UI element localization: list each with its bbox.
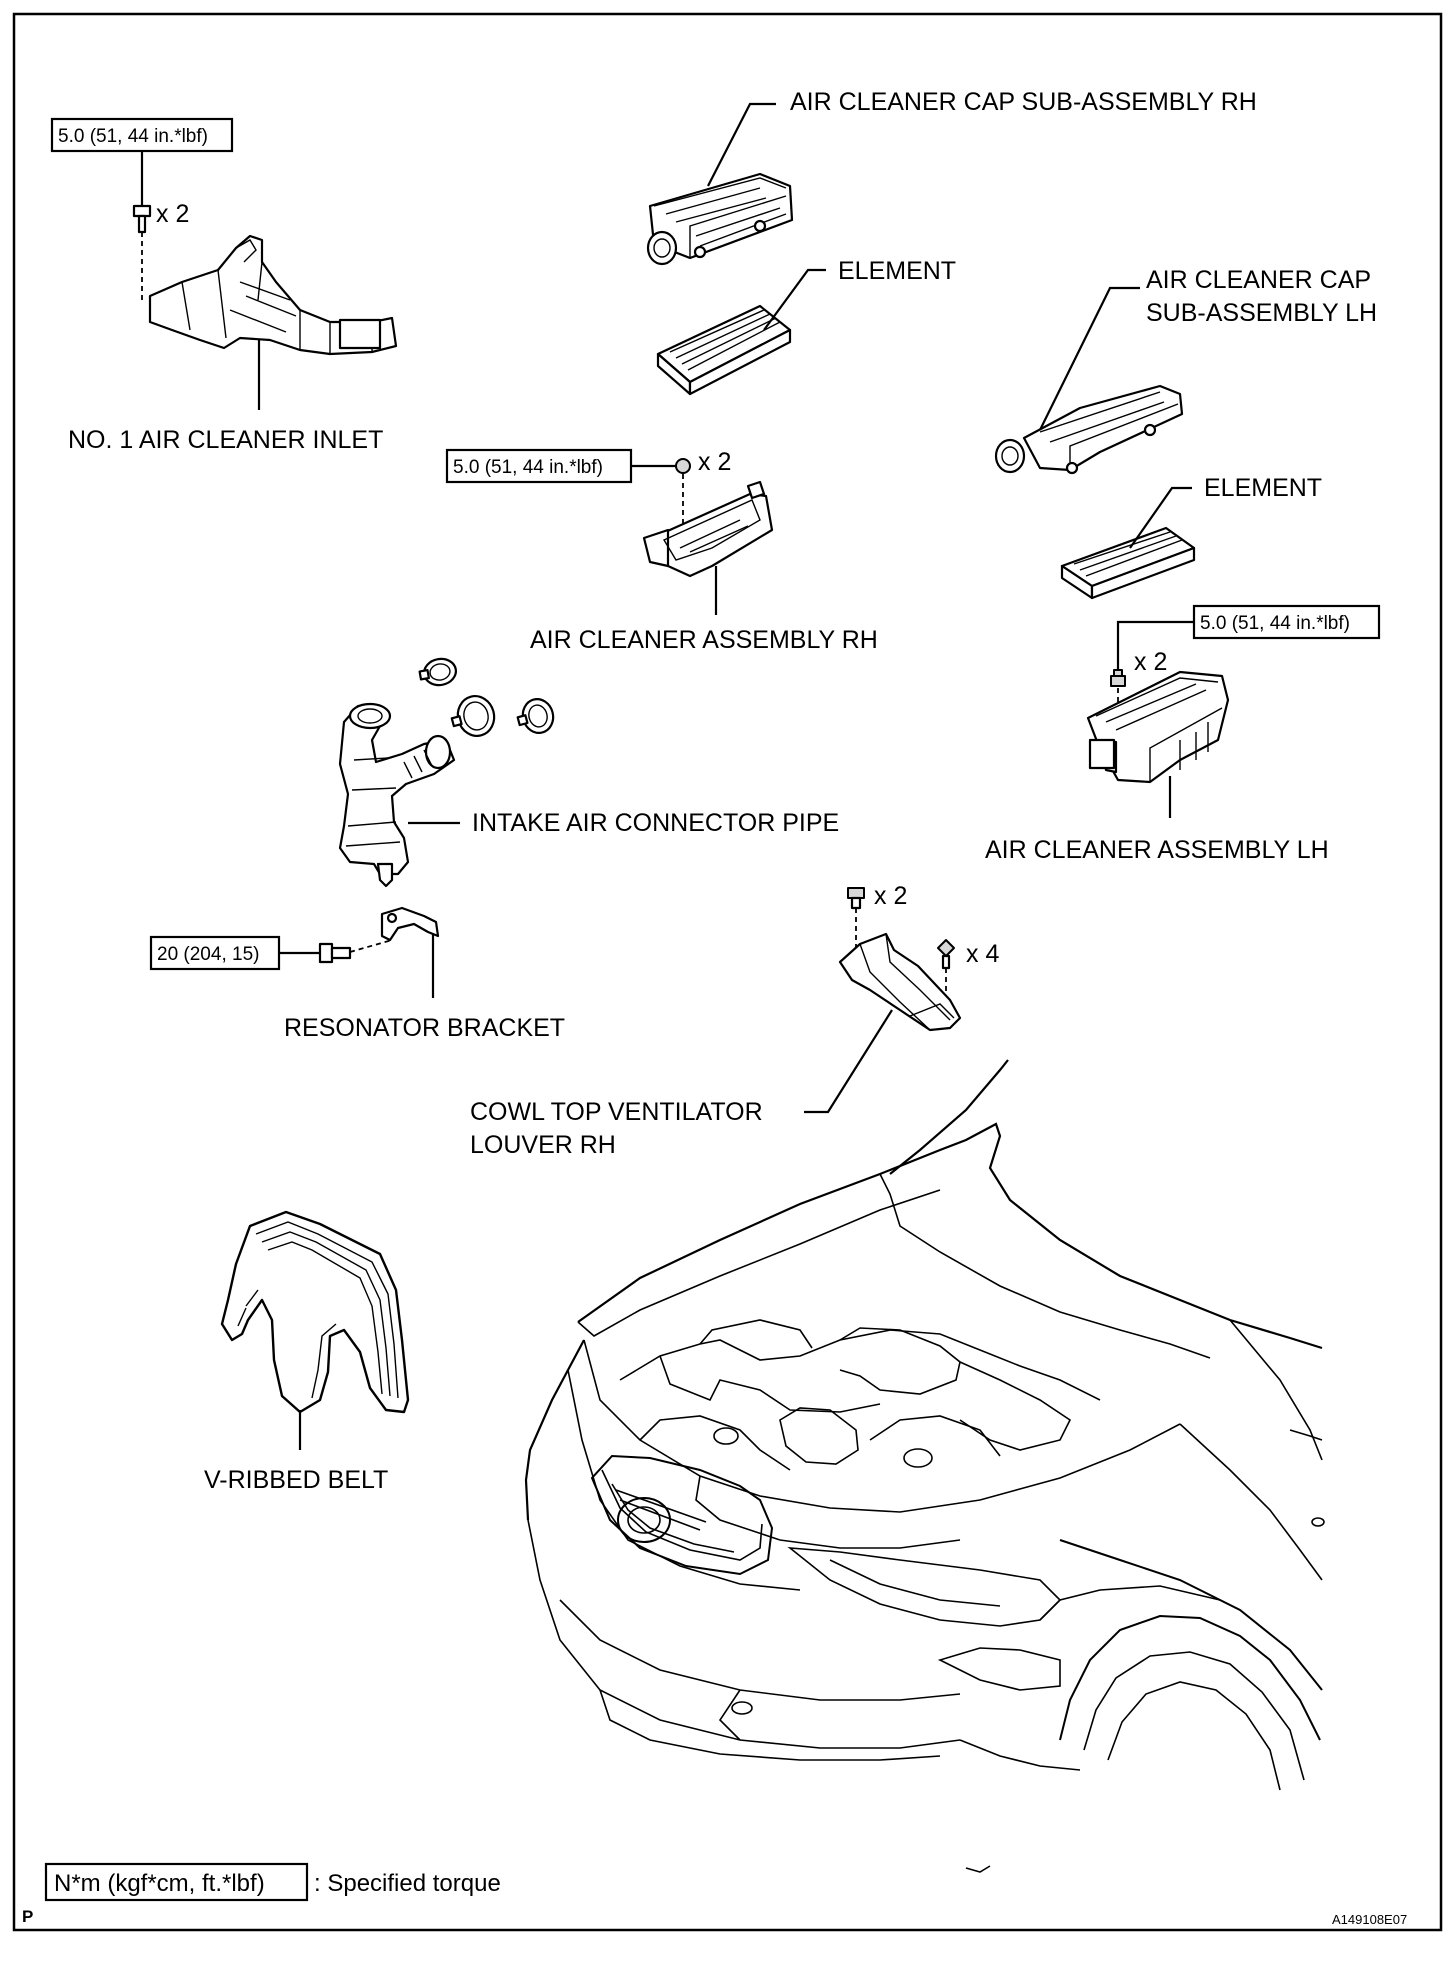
footer-page-marker: P [22, 1907, 33, 1926]
air-cleaner-assembly-rh-part [642, 480, 774, 578]
assy-lh-label: AIR CLEANER ASSEMBLY LH [985, 836, 1329, 864]
assy-rh-nut-quantity: x 2 [698, 448, 731, 476]
louver-clip-b [937, 939, 955, 970]
cowl-top-ventilator-louver-rh-part [838, 932, 962, 1032]
cap-rh-label: AIR CLEANER CAP SUB-ASSEMBLY RH [790, 88, 1257, 116]
resonator-bolt [318, 942, 352, 964]
louver-label-line2: LOUVER RH [470, 1131, 616, 1159]
louver-clip-b-quantity: x 4 [966, 940, 999, 968]
louver-bolt-a [847, 887, 865, 910]
louver-bolt-a-quantity: x 2 [874, 882, 907, 910]
assy-lh-nut [1110, 669, 1126, 687]
louver-label-line1: COWL TOP VENTILATOR [470, 1098, 763, 1126]
element-rh-part [656, 304, 792, 396]
no1-air-cleaner-inlet-part [148, 234, 398, 356]
hose-clamps [418, 657, 555, 737]
inlet-bolt-quantity: x 2 [156, 200, 189, 228]
legend-torque-box [44, 1862, 309, 1902]
diagram-border [12, 12, 1443, 1932]
legend-description: : Specified torque [314, 1870, 501, 1897]
air-cleaner-cap-rh-part [646, 172, 794, 266]
intake-air-connector-pipe-part [338, 702, 456, 888]
air-cleaner-assembly-lh-part [1086, 670, 1230, 784]
assy-lh-torque-value: 5.0 (51, 44 in.*lbf) [1200, 613, 1350, 634]
inlet-torque-box: 5.0 (51, 44 in.*lbf) [50, 117, 234, 153]
resonator-label: RESONATOR BRACKET [284, 1014, 565, 1042]
figure-code: A149108E07 [1332, 1912, 1407, 1927]
v-ribbed-belt-part [220, 1210, 410, 1414]
resonator-torque-value: 20 (204, 15) [157, 944, 259, 965]
legend: N*m (kgf*cm, ft.*lbf) : Specified torque [44, 1862, 501, 1902]
assy-rh-torque-box: 5.0 (51, 44 in.*lbf) [445, 448, 633, 484]
inlet-torque-value: 5.0 (51, 44 in.*lbf) [58, 126, 208, 147]
cap-lh-label-line2: SUB-ASSEMBLY LH [1146, 299, 1377, 327]
connector-label: INTAKE AIR CONNECTOR PIPE [472, 809, 839, 837]
belt-label: V-RIBBED BELT [204, 1466, 388, 1494]
assy-rh-nut [675, 458, 691, 474]
legend-torque-unit: N*m (kgf*cm, ft.*lbf) [54, 1870, 265, 1897]
element-lh-part [1060, 526, 1196, 600]
vehicle-illustration [524, 1059, 1325, 1873]
inlet-bolt [132, 204, 152, 234]
cap-lh-label-line1: AIR CLEANER CAP [1146, 266, 1371, 294]
assy-lh-torque-box: 5.0 (51, 44 in.*lbf) [1192, 604, 1381, 640]
element-lh-label: ELEMENT [1204, 474, 1322, 502]
air-cleaner-cap-lh-part [994, 384, 1184, 475]
assy-rh-torque-value: 5.0 (51, 44 in.*lbf) [453, 457, 603, 478]
resonator-torque-box: 20 (204, 15) [149, 935, 281, 971]
element-rh-label: ELEMENT [838, 257, 956, 285]
assy-rh-label: AIR CLEANER ASSEMBLY RH [530, 626, 878, 654]
resonator-bracket-part [380, 906, 440, 942]
inlet-label: NO. 1 AIR CLEANER INLET [68, 426, 383, 454]
assy-lh-nut-quantity: x 2 [1134, 648, 1167, 676]
